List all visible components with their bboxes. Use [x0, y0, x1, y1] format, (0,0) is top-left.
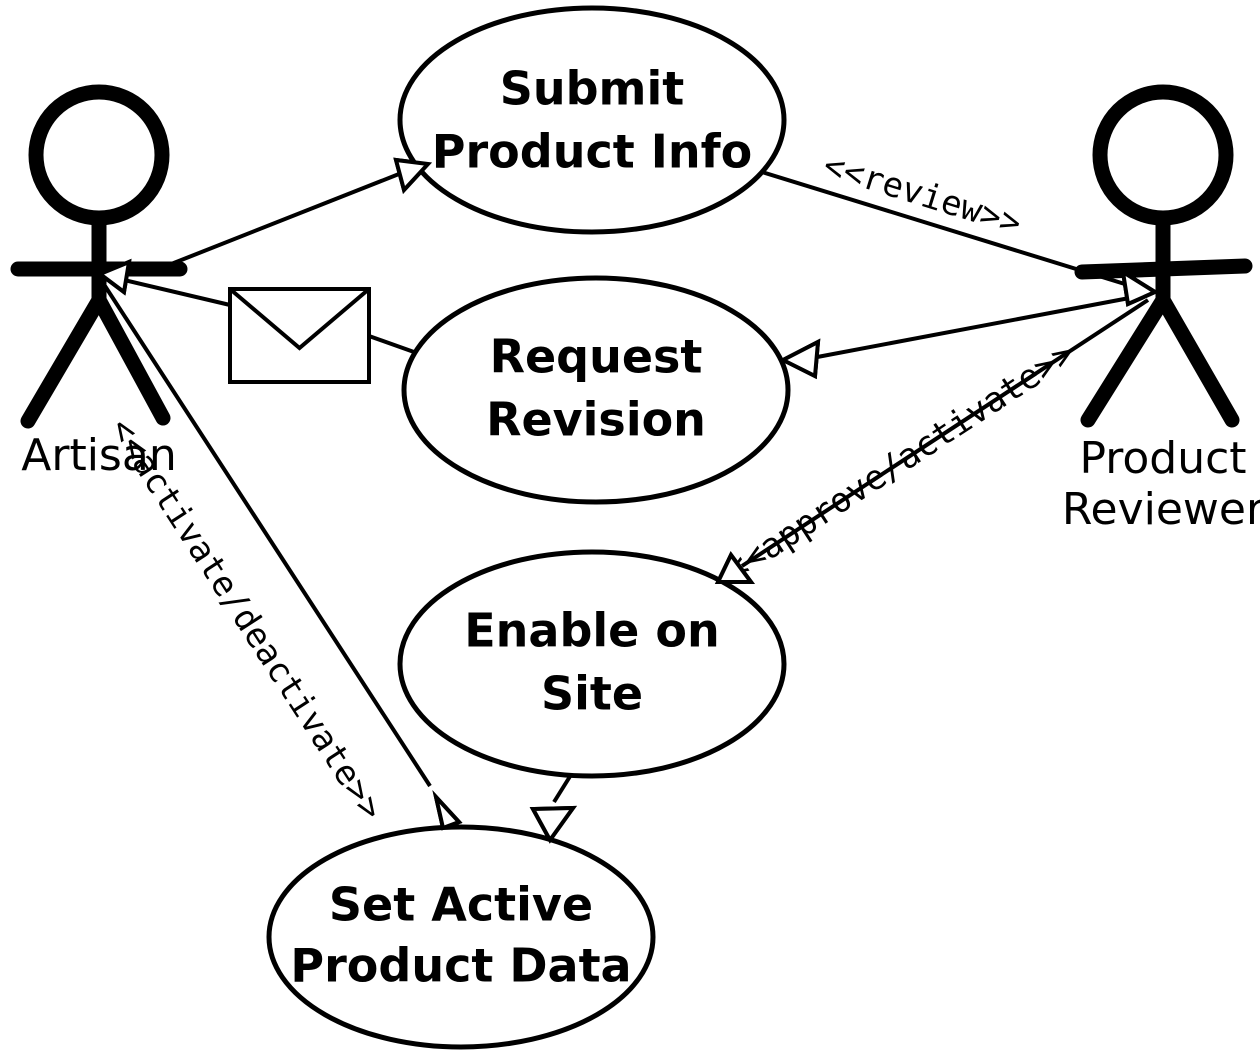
reviewer-left-leg [1080, 292, 1171, 428]
arrowhead-into-enable-on-site-top [714, 551, 755, 584]
usecase-label-submit-line2: Product Info [432, 125, 752, 179]
artisan-right-leg [91, 292, 171, 426]
reviewer-actor-label-line1: Product [1079, 433, 1246, 484]
label-review-stereotype: <<review>> [819, 145, 1026, 244]
usecase-ellipse-setactive [266, 824, 656, 1050]
envelope-flap [228, 287, 371, 351]
artisan-actor[interactable]: Artisan [10, 84, 188, 481]
envelope-icon[interactable] [228, 287, 371, 384]
reviewer-actor-label-line2: Reviewer [1062, 484, 1260, 535]
product-reviewer-actor[interactable]: Product Reviewer [1062, 84, 1260, 535]
label-activate-deactivate-stereotype: <<activate/deactivate>> [101, 411, 391, 828]
artisan-left-leg [20, 292, 107, 429]
reviewer-head-icon [1092, 84, 1234, 226]
usecase-request-revision[interactable]: Request Revision [401, 275, 791, 505]
usecase-ellipse-enable [397, 549, 787, 779]
assoc-line-envelope-artisan [119, 277, 231, 307]
reviewer-right-leg [1155, 292, 1240, 428]
usecase-label-setactive-line1: Set Active [329, 878, 593, 932]
assoc-line-artisan-setactive [103, 284, 432, 788]
arrowhead-into-submit-top [393, 157, 433, 195]
assoc-line-submit-reviewer [761, 170, 1129, 287]
reviewer-arms [1074, 258, 1253, 280]
assoc-line-reviewer-revision [811, 294, 1141, 360]
artisan-actor-label: Artisan [21, 430, 176, 481]
artisan-head-icon [28, 84, 170, 226]
arrowhead-into-request-revision-top [778, 338, 821, 380]
usecase-label-revision-line2: Revision [486, 393, 706, 447]
arrowhead-into-set-active-from-artisan-top [432, 790, 463, 831]
usecase-label-setactive-line2: Product Data [290, 939, 631, 993]
usecase-label-enable-line2: Site [541, 667, 643, 721]
envelope-body [228, 287, 371, 384]
arrowhead-into-reviewer-top [1120, 267, 1160, 307]
usecase-enable-on-site[interactable]: Enable on Site [397, 549, 787, 779]
arrowhead-into-set-active-from-enable-top [529, 805, 577, 844]
assoc-line-artisan-submit [155, 170, 405, 272]
usecase-set-active-product-data[interactable]: Set Active Product Data [266, 824, 656, 1050]
relationship-reviewer-revision [778, 294, 1141, 380]
usecase-ellipse-submit [397, 5, 787, 235]
usecase-label-revision-line1: Request [490, 330, 703, 384]
usecase-ellipse-revision [401, 275, 791, 505]
assoc-line-revision-envelope [368, 334, 415, 354]
usecase-submit-product-info[interactable]: Submit Product Info [397, 5, 787, 235]
usecase-label-submit-line1: Submit [500, 62, 685, 116]
assoc-line-reviewer-enable [740, 298, 1150, 568]
relationship-artisan-submits [155, 157, 433, 272]
usecase-label-enable-line1: Enable on [464, 604, 719, 658]
arrowhead-into-artisan-revision-top [95, 258, 132, 296]
